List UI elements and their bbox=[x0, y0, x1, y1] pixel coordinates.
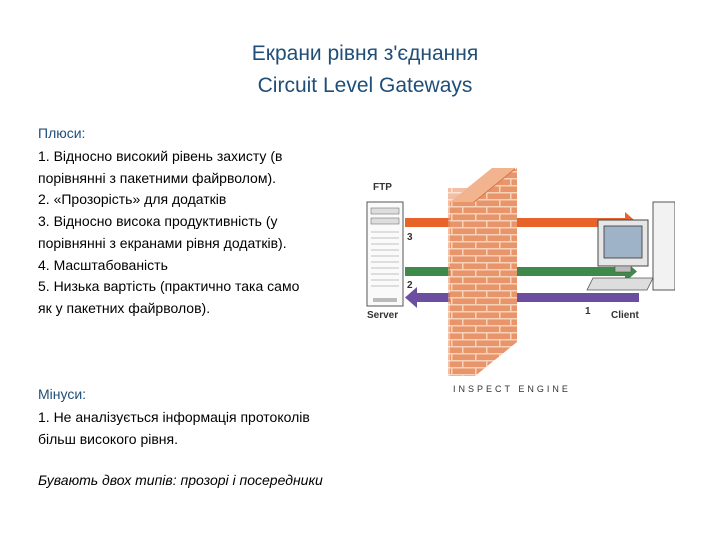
pros-item: 1. Відносно високий рівень захисту (в по… bbox=[38, 148, 283, 186]
pros-item: 4. Масштабованість bbox=[38, 256, 168, 273]
diagram-svg bbox=[366, 168, 676, 376]
pros-list: 1. Відносно високий рівень захисту (в по… bbox=[38, 146, 313, 320]
pros-heading: Плюси: bbox=[38, 125, 86, 141]
arrow-number-2: 2 bbox=[407, 280, 413, 291]
pros-item: 3. Відносно висока продуктивність (у пор… bbox=[38, 213, 287, 251]
cons-heading: Мінуси: bbox=[38, 386, 87, 402]
inspect-engine-caption: INSPECT ENGINE bbox=[453, 384, 571, 394]
arrow-1 bbox=[405, 287, 639, 308]
cons-item: 1. Не аналізується інформація протоколів… bbox=[38, 409, 310, 447]
arrow-number-1: 1 bbox=[585, 306, 591, 317]
firewall-wall-icon bbox=[448, 168, 517, 376]
client-computer-icon bbox=[586, 201, 676, 291]
pros-item: 5. Низька вартість (практично така само … bbox=[38, 278, 300, 316]
cons-list: 1. Не аналізується інформація протоколів… bbox=[38, 407, 313, 450]
server-label: Server bbox=[367, 310, 399, 321]
title-line-english: Circuit Level Gateways bbox=[257, 74, 473, 97]
pros-item: 2. «Прозорість» для додатків bbox=[38, 191, 227, 208]
server-icon bbox=[366, 201, 404, 307]
slide-title: Екрани рівня з'єднання Circuit Level Gat… bbox=[0, 38, 720, 102]
circuit-gateway-diagram: FTP 3 2 1 Server Client INSPECT ENGINE bbox=[355, 150, 676, 400]
ftp-label: FTP bbox=[373, 182, 392, 193]
client-label: Client bbox=[611, 310, 639, 321]
arrow-number-3: 3 bbox=[407, 232, 413, 243]
footer-note: Бувають двох типів: прозорі і посередник… bbox=[38, 472, 323, 488]
title-line-ukrainian: Екрани рівня з'єднання bbox=[251, 42, 479, 65]
